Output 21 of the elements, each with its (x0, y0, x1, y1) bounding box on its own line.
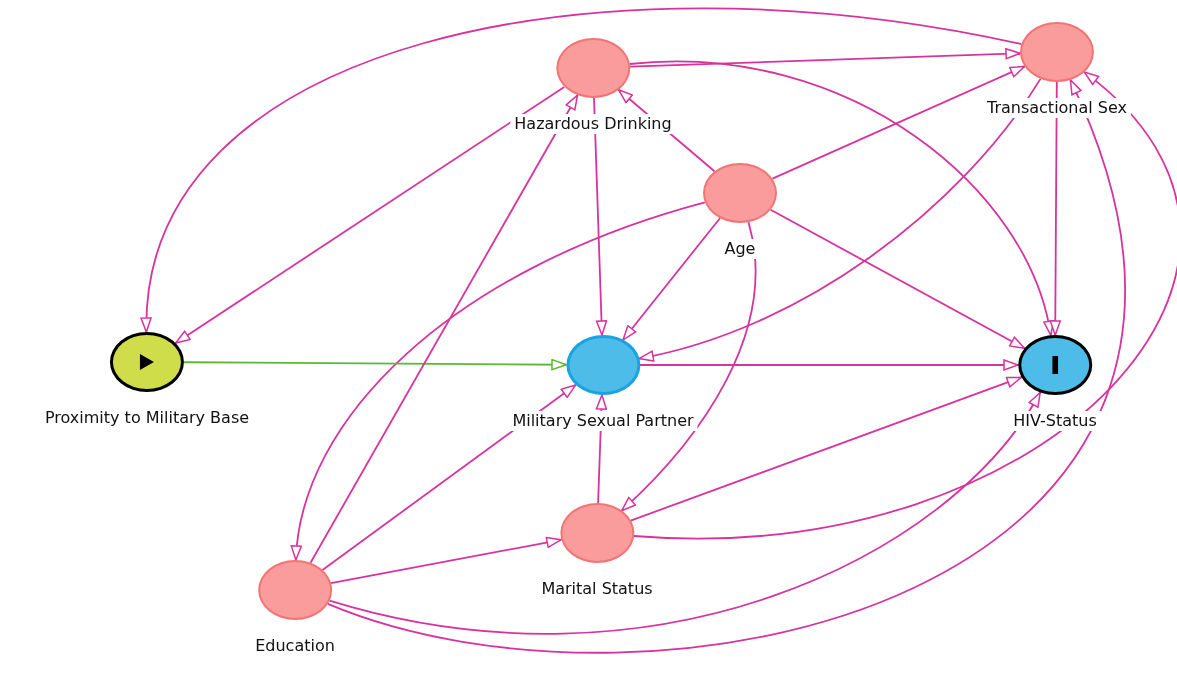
arrow (769, 208, 1026, 350)
arrow (629, 376, 1023, 522)
arrow (142, 7, 1023, 333)
arrow (174, 86, 566, 344)
arrow (183, 358, 567, 371)
arrow (328, 391, 1042, 635)
arrow (622, 217, 721, 341)
arrow (309, 94, 579, 564)
arrow (639, 359, 1019, 371)
arrow (628, 60, 1054, 337)
arrow (291, 201, 706, 561)
node-label: Military Sexual Partner (508, 411, 698, 431)
arrow (771, 65, 1026, 180)
arrow (321, 384, 577, 571)
arrow (1049, 81, 1062, 336)
arrow (629, 48, 1021, 68)
arrow (593, 97, 608, 336)
arrow (620, 221, 757, 512)
arrow (632, 71, 1177, 539)
arrow (638, 77, 1042, 362)
arrow (330, 536, 562, 585)
